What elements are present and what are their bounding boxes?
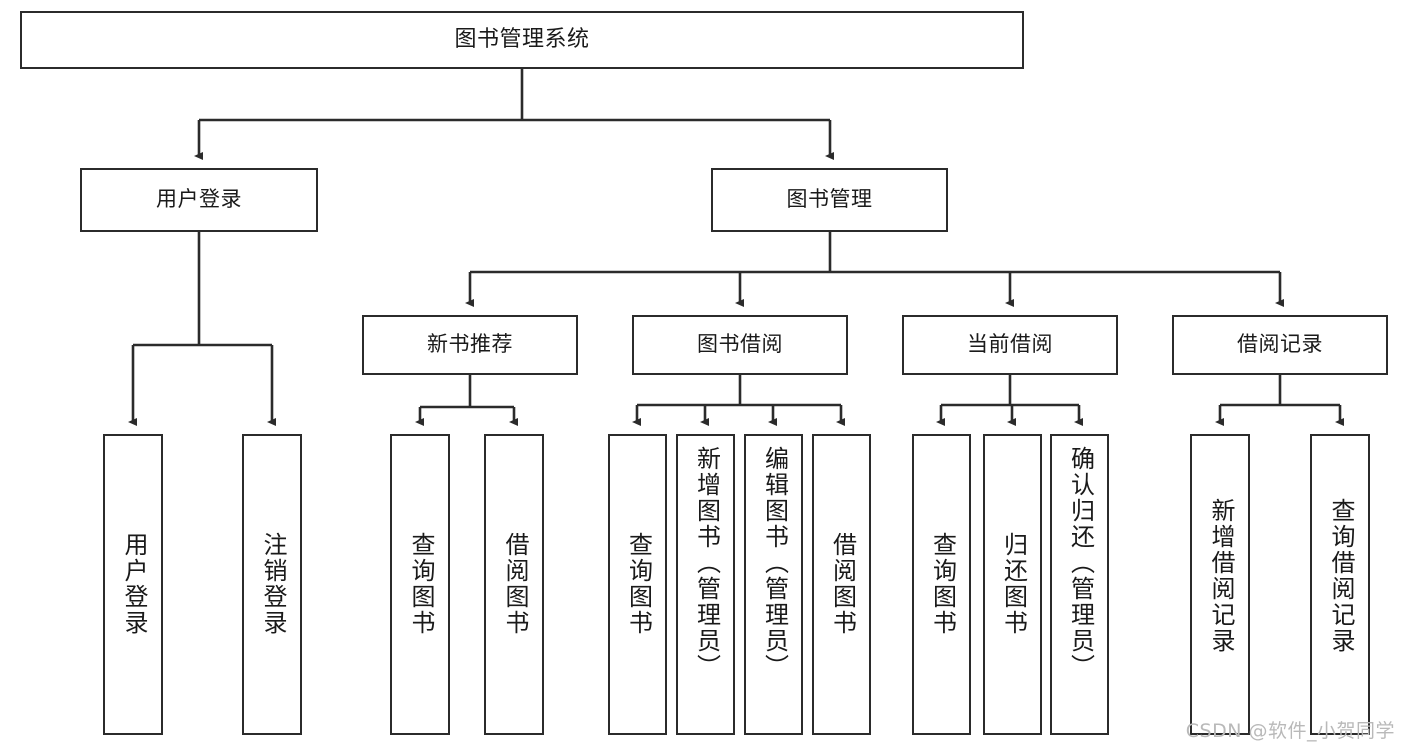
node-book-borrow[interactable]: 图书借阅 (632, 315, 848, 375)
node-leaf-query-book-2-label: 查询图书 (624, 532, 653, 636)
node-current-borrow[interactable]: 当前借阅 (902, 315, 1118, 375)
node-leaf-borrow-book-2[interactable]: 借阅图书 (812, 434, 871, 735)
node-leaf-user-login[interactable]: 用户登录 (103, 434, 163, 735)
node-new-book-rec[interactable]: 新书推荐 (362, 315, 578, 375)
node-leaf-query-book-2[interactable]: 查询图书 (608, 434, 667, 735)
node-leaf-edit-book-admin-label: 编辑图书（管理员） (760, 446, 789, 680)
node-leaf-edit-book-admin[interactable]: 编辑图书（管理员） (744, 434, 803, 735)
node-root-label: 图书管理系统 (454, 26, 590, 52)
node-leaf-query-book-3[interactable]: 查询图书 (912, 434, 971, 735)
node-leaf-confirm-return-admin[interactable]: 确认归还（管理员） (1050, 434, 1109, 735)
csdn-watermark: CSDN @软件_小贺同学 (1185, 720, 1395, 742)
node-leaf-borrow-book-2-label: 借阅图书 (828, 532, 857, 636)
node-leaf-user-login-label: 用户登录 (119, 532, 148, 636)
node-leaf-query-borrow-record[interactable]: 查询借阅记录 (1310, 434, 1370, 735)
node-borrow-record-label: 借阅记录 (1237, 332, 1323, 357)
node-leaf-query-book-1[interactable]: 查询图书 (390, 434, 450, 735)
node-leaf-query-book-3-label: 查询图书 (928, 532, 957, 636)
node-root[interactable]: 图书管理系统 (20, 11, 1024, 69)
node-book-borrow-label: 图书借阅 (697, 332, 783, 357)
node-user-login[interactable]: 用户登录 (80, 168, 318, 232)
node-leaf-add-book-admin-label: 新增图书（管理员） (692, 446, 721, 680)
node-leaf-add-book-admin[interactable]: 新增图书（管理员） (676, 434, 735, 735)
node-leaf-return-book[interactable]: 归还图书 (983, 434, 1042, 735)
node-leaf-borrow-book-1-label: 借阅图书 (500, 532, 529, 636)
node-leaf-borrow-book-1[interactable]: 借阅图书 (484, 434, 544, 735)
node-leaf-logout-label: 注销登录 (258, 532, 287, 636)
node-leaf-confirm-return-admin-label: 确认归还（管理员） (1066, 446, 1095, 680)
node-borrow-record[interactable]: 借阅记录 (1172, 315, 1388, 375)
node-book-manage[interactable]: 图书管理 (711, 168, 948, 232)
node-leaf-add-borrow-record[interactable]: 新增借阅记录 (1190, 434, 1250, 735)
node-leaf-query-borrow-record-label: 查询借阅记录 (1326, 498, 1355, 654)
node-user-login-label: 用户登录 (156, 187, 242, 212)
node-leaf-query-book-1-label: 查询图书 (406, 532, 435, 636)
node-book-manage-label: 图书管理 (786, 187, 873, 212)
node-new-book-rec-label: 新书推荐 (427, 332, 513, 357)
node-leaf-add-borrow-record-label: 新增借阅记录 (1206, 498, 1235, 654)
node-leaf-return-book-label: 归还图书 (999, 532, 1028, 636)
node-current-borrow-label: 当前借阅 (967, 332, 1053, 357)
node-leaf-logout[interactable]: 注销登录 (242, 434, 302, 735)
